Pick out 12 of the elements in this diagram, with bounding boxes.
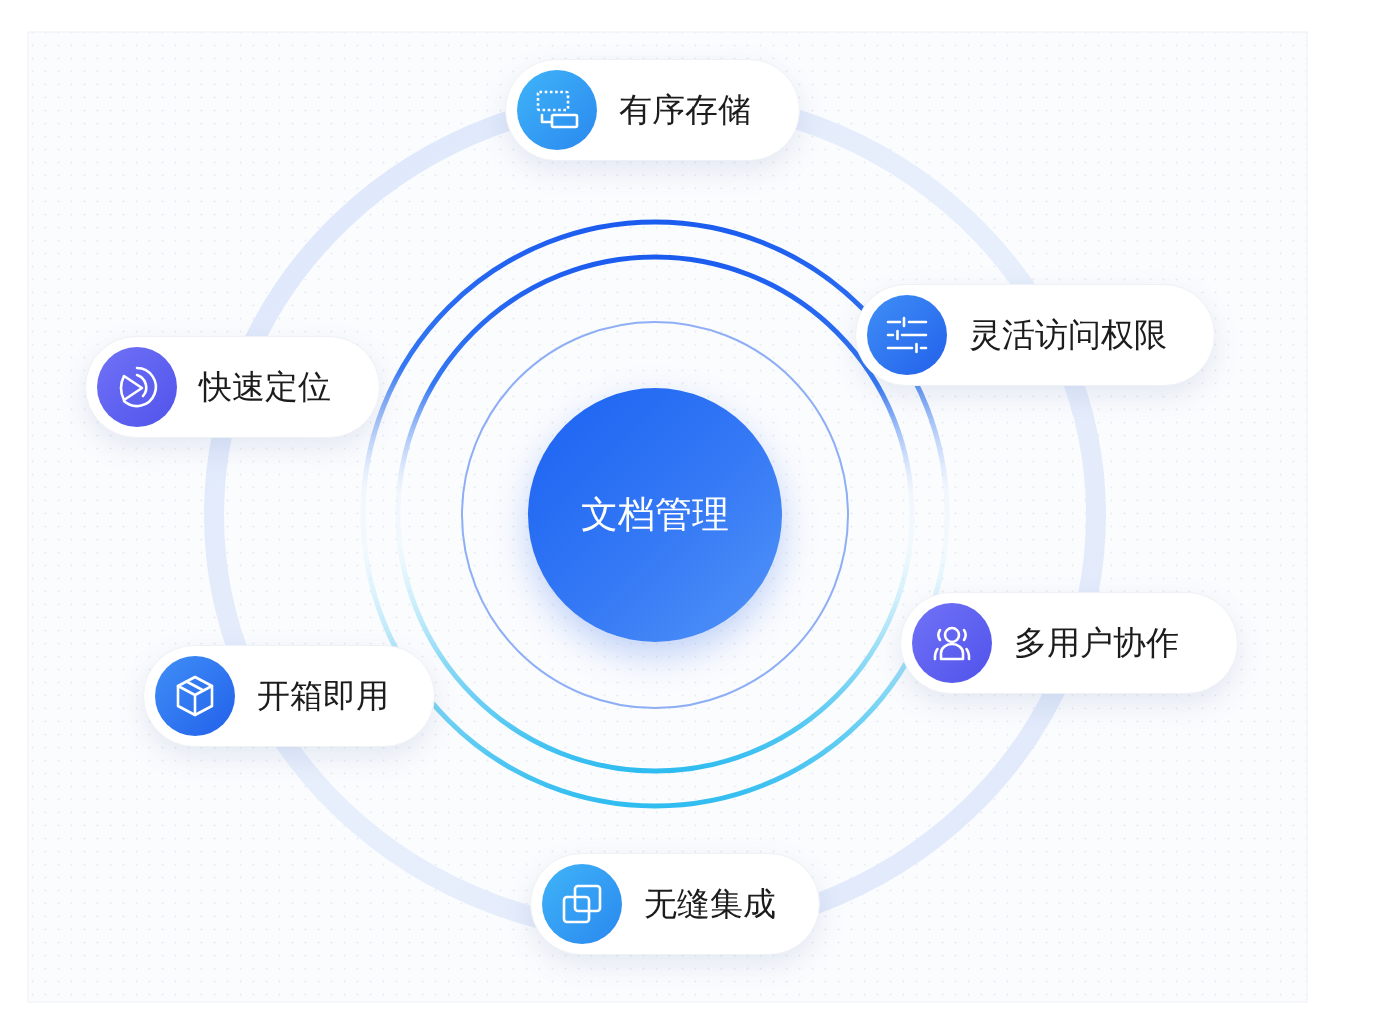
feature-pill xyxy=(85,336,380,438)
feature-pill xyxy=(855,284,1215,386)
feature-pill xyxy=(505,59,800,161)
feature-label: 开箱即用 xyxy=(257,676,389,716)
feature-label: 有序存储 xyxy=(619,90,751,130)
feature-label: 多用户协作 xyxy=(1014,623,1179,663)
feature-label: 快速定位 xyxy=(199,367,331,407)
feature-pill xyxy=(900,592,1238,694)
feature-pill xyxy=(143,645,435,747)
feature-pill xyxy=(530,853,820,955)
feature-label: 灵活访问权限 xyxy=(969,315,1167,355)
feature-label: 无缝集成 xyxy=(644,884,776,924)
